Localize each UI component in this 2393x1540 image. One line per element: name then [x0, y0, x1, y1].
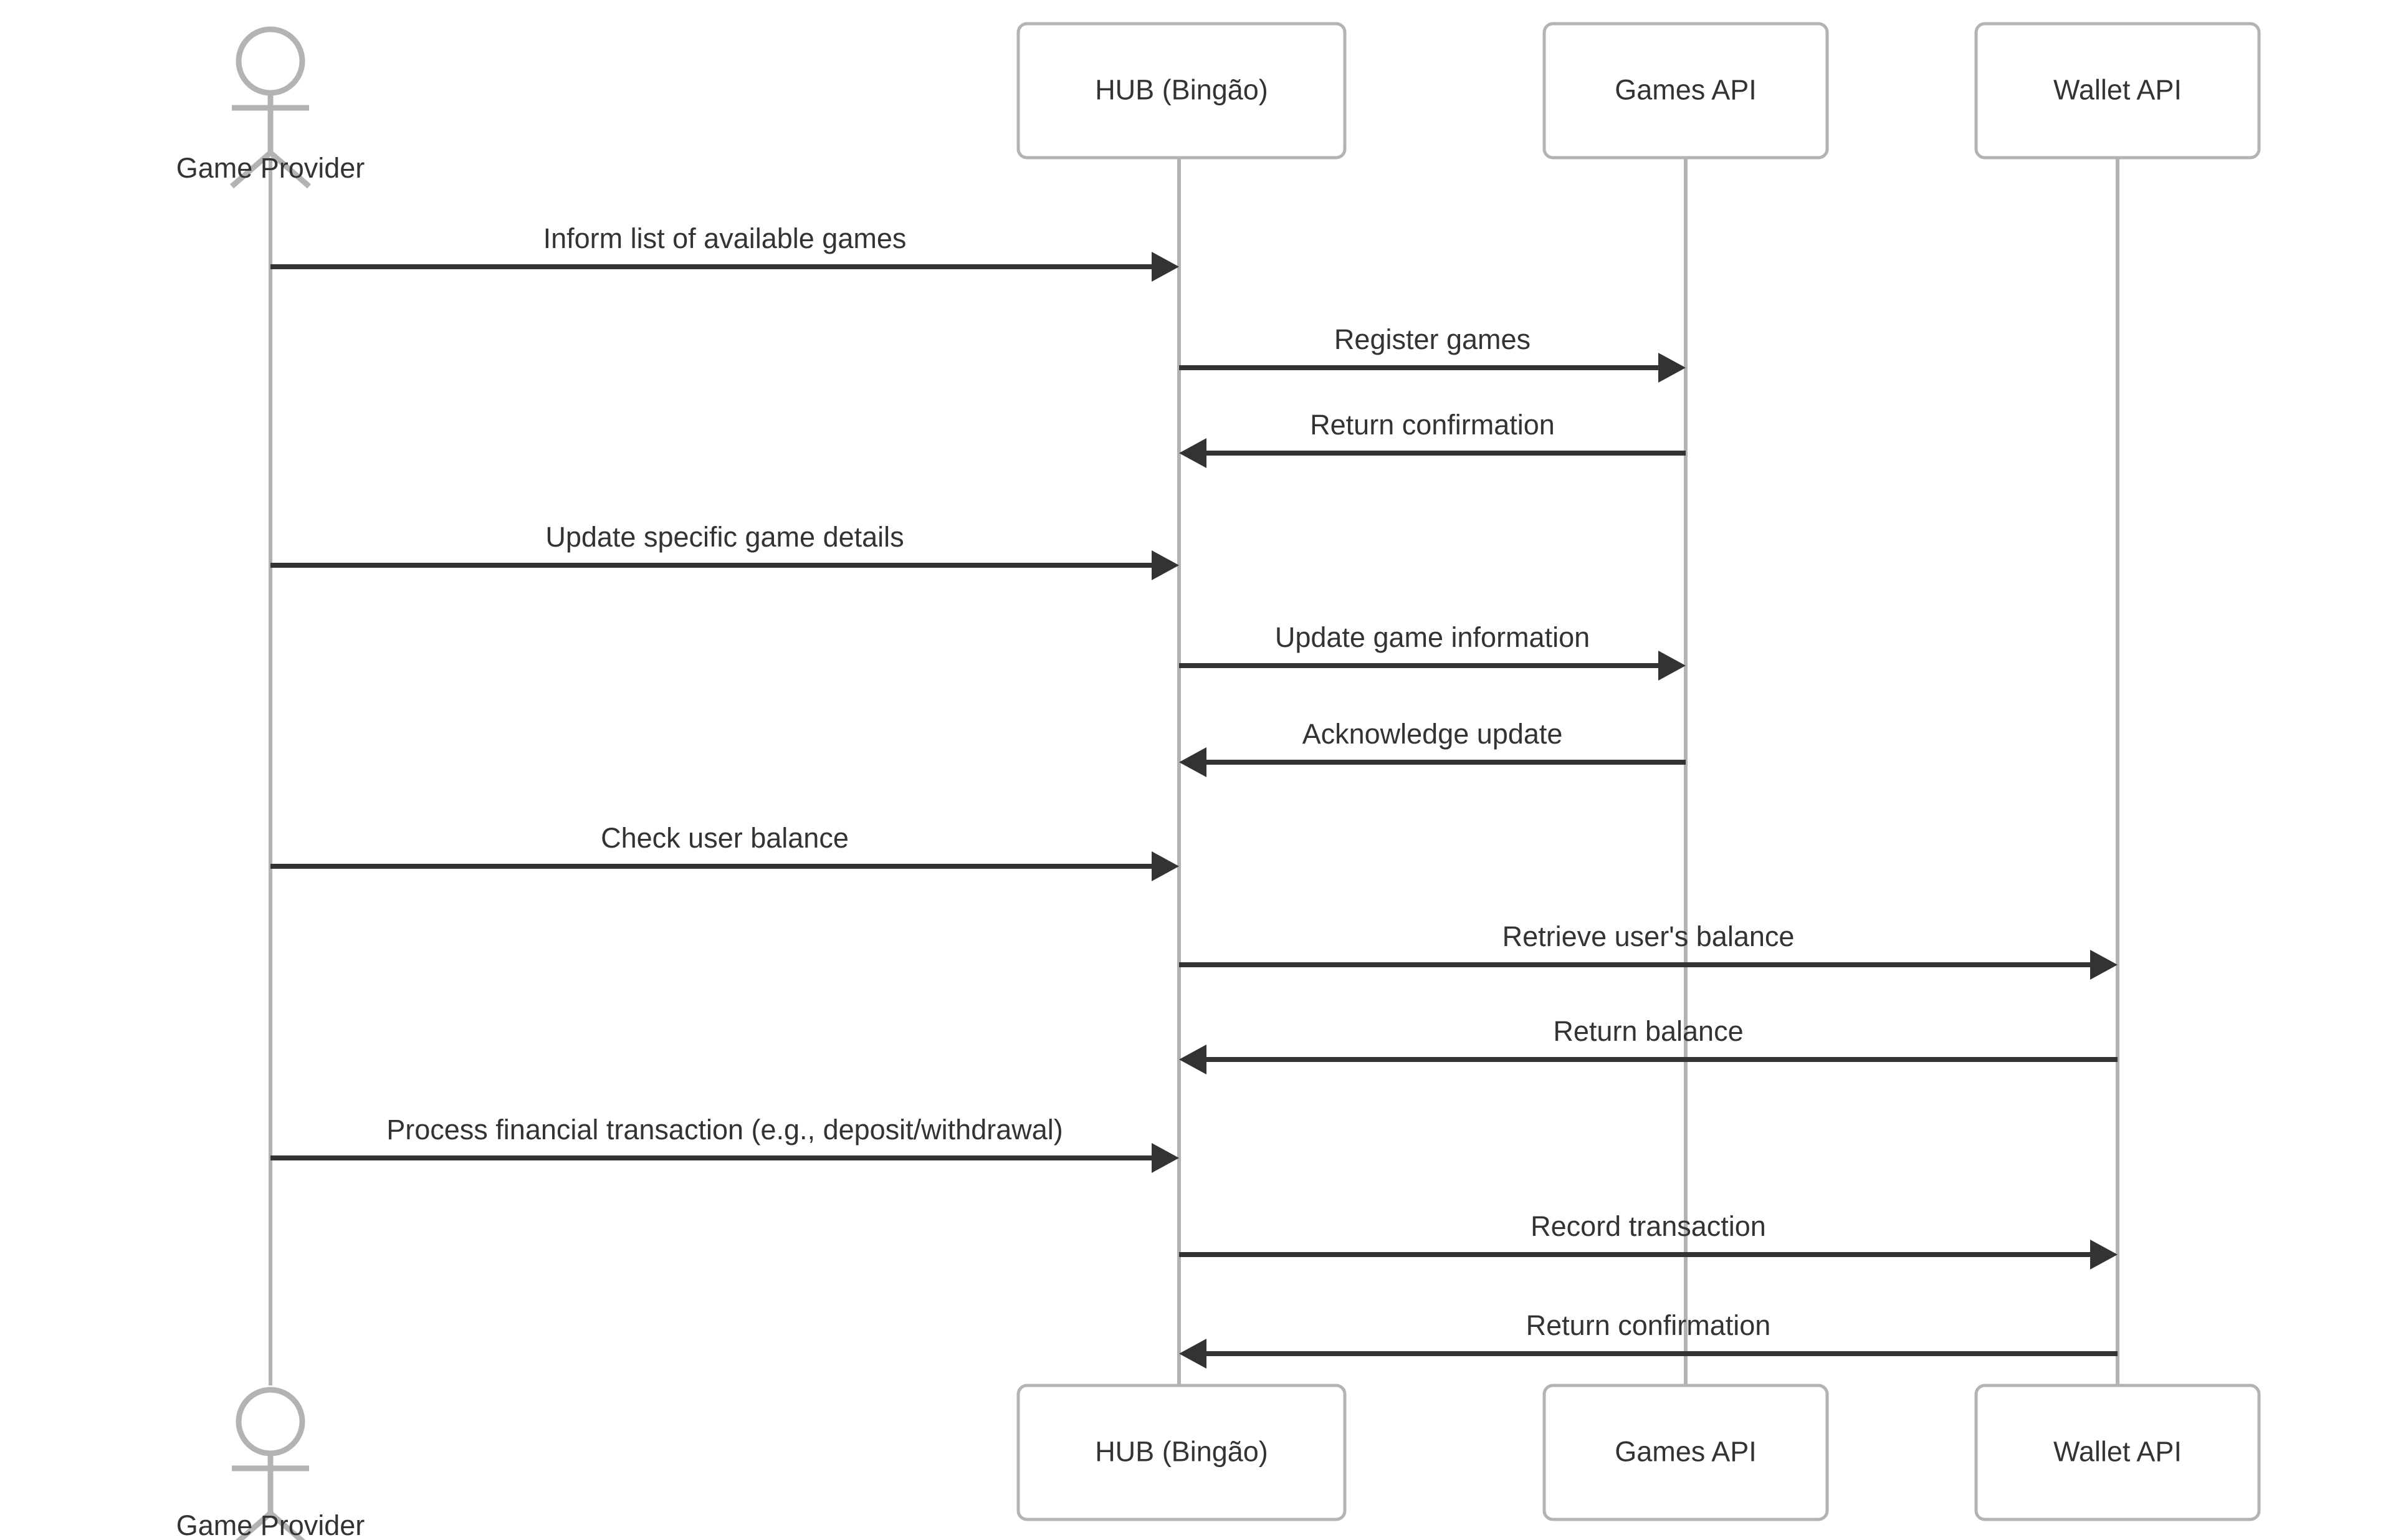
participant-label-wallet-bottom: Wallet API [2053, 1435, 2182, 1467]
actor-actor-top[interactable]: Game Provider [176, 26, 365, 189]
message-7[interactable]: Check user balance [270, 822, 1179, 881]
message-label-4: Update specific game details [545, 521, 904, 553]
message-arrowhead-1 [1152, 252, 1179, 282]
actor-leg-right-icon-top [269, 150, 311, 189]
participant-box-hub-top[interactable] [1016, 22, 1347, 160]
actor-actor-bottom[interactable]: Game Provider [176, 1387, 365, 1540]
message-6[interactable]: Acknowledge update [1179, 718, 1686, 777]
participant-label-games-top: Games API [1615, 74, 1757, 105]
actor-leg-left-icon-bottom [235, 1511, 272, 1540]
message-arrowhead-10 [1152, 1143, 1179, 1173]
participant-box-wallet-top[interactable] [1974, 22, 2261, 160]
message-5[interactable]: Update game information [1179, 621, 1686, 681]
message-arrowhead-5 [1658, 651, 1686, 681]
participant-label-games-bottom: Games API [1615, 1435, 1757, 1467]
participant-hub-bottom[interactable]: HUB (Bingão) [1016, 1384, 1347, 1521]
actor-label-actor-top: Game Provider [176, 152, 365, 184]
lifelines-layer [269, 158, 2119, 1385]
message-arrowhead-11 [2090, 1240, 2118, 1270]
message-label-3: Return confirmation [1310, 409, 1555, 441]
message-8[interactable]: Retrieve user's balance [1179, 921, 2118, 980]
participant-box-games-bottom[interactable] [1542, 1384, 1829, 1521]
message-label-1: Inform list of available games [543, 222, 907, 254]
message-label-8: Retrieve user's balance [1502, 921, 1795, 952]
message-10[interactable]: Process financial transaction (e.g., dep… [270, 1114, 1179, 1173]
message-label-11: Record transaction [1531, 1210, 1766, 1242]
message-arrowhead-4 [1152, 550, 1179, 580]
participant-wallet-top[interactable]: Wallet API [1974, 22, 2261, 160]
message-9[interactable]: Return balance [1179, 1015, 2118, 1074]
message-arrowhead-7 [1152, 851, 1179, 881]
message-label-5: Update game information [1275, 621, 1590, 653]
participant-label-wallet-top: Wallet API [2053, 74, 2182, 105]
actor-leg-right-icon-bottom [269, 1511, 306, 1540]
message-3[interactable]: Return confirmation [1179, 409, 1686, 468]
participant-box-hub-bottom[interactable] [1016, 1384, 1347, 1521]
message-label-2: Register games [1334, 323, 1531, 355]
message-arrowhead-12 [1179, 1339, 1206, 1369]
message-arrowhead-8 [2090, 950, 2118, 980]
message-12[interactable]: Return confirmation [1179, 1309, 2118, 1369]
participant-wallet-bottom[interactable]: Wallet API [1974, 1384, 2261, 1521]
actor-leg-left-icon-top [230, 150, 272, 189]
participant-games-top[interactable]: Games API [1542, 22, 1829, 160]
actor-head-icon-top [236, 26, 305, 96]
message-label-6: Acknowledge update [1302, 718, 1563, 750]
message-4[interactable]: Update specific game details [270, 521, 1179, 580]
message-arrowhead-6 [1179, 747, 1206, 777]
message-arrowhead-2 [1658, 353, 1686, 383]
message-label-12: Return confirmation [1526, 1309, 1771, 1341]
participant-label-hub-top: HUB (Bingão) [1095, 74, 1268, 105]
participant-hub-top[interactable]: HUB (Bingão) [1016, 22, 1347, 160]
message-label-10: Process financial transaction (e.g., dep… [386, 1114, 1063, 1145]
actor-label-actor-bottom: Game Provider [176, 1509, 365, 1540]
message-2[interactable]: Register games [1179, 323, 1686, 383]
message-11[interactable]: Record transaction [1179, 1210, 2118, 1270]
message-1[interactable]: Inform list of available games [270, 222, 1179, 282]
message-arrowhead-9 [1179, 1045, 1206, 1074]
participant-games-bottom[interactable]: Games API [1542, 1384, 1829, 1521]
message-label-9: Return balance [1553, 1015, 1743, 1047]
participant-box-games-top[interactable] [1542, 22, 1829, 160]
message-label-7: Check user balance [601, 822, 849, 854]
participant-label-hub-bottom: HUB (Bingão) [1095, 1435, 1268, 1467]
participant-box-wallet-bottom[interactable] [1974, 1384, 2261, 1521]
message-arrowhead-3 [1179, 438, 1206, 468]
actor-head-icon-bottom [236, 1387, 305, 1456]
